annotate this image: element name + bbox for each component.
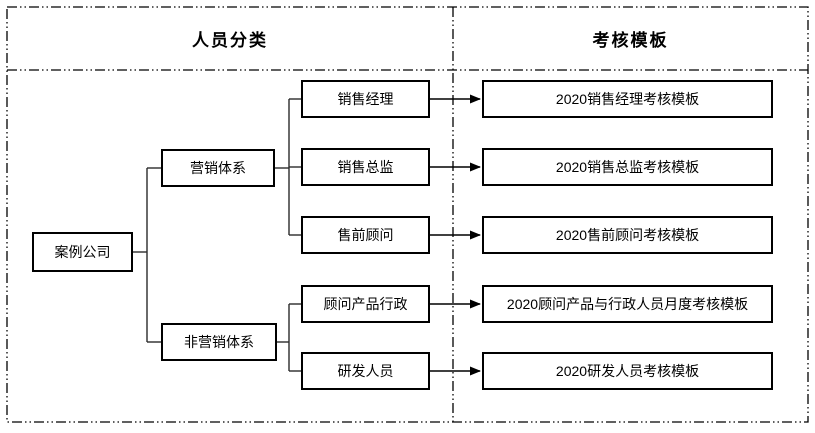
template-arrows [430,94,481,376]
node-group-marketing: 营销体系 [161,149,275,187]
header-assessment-template: 考核模板 [592,31,669,50]
node-role-consultant-product-admin: 顾问产品行政 [301,285,430,323]
node-role-rd-staff: 研发人员 [301,352,430,390]
node-role-sales-director: 销售总监 [301,148,430,186]
node-template-sales-director: 2020销售总监考核模板 [482,148,773,186]
dashed-frame [6,6,809,423]
header-personnel-classification: 人员分类 [192,31,268,50]
node-template-consultant-product-admin: 2020顾问产品与行政人员月度考核模板 [482,285,773,323]
node-group-non-marketing: 非营销体系 [161,323,277,361]
node-role-presales-consultant: 售前顾问 [301,216,430,254]
tree-connectors [133,98,301,372]
node-template-sales-manager: 2020销售经理考核模板 [482,80,773,118]
node-template-rd-staff: 2020研发人员考核模板 [482,352,773,390]
node-role-sales-manager: 销售经理 [301,80,430,118]
node-template-presales-consultant: 2020售前顾问考核模板 [482,216,773,254]
node-root-company: 案例公司 [32,232,133,272]
